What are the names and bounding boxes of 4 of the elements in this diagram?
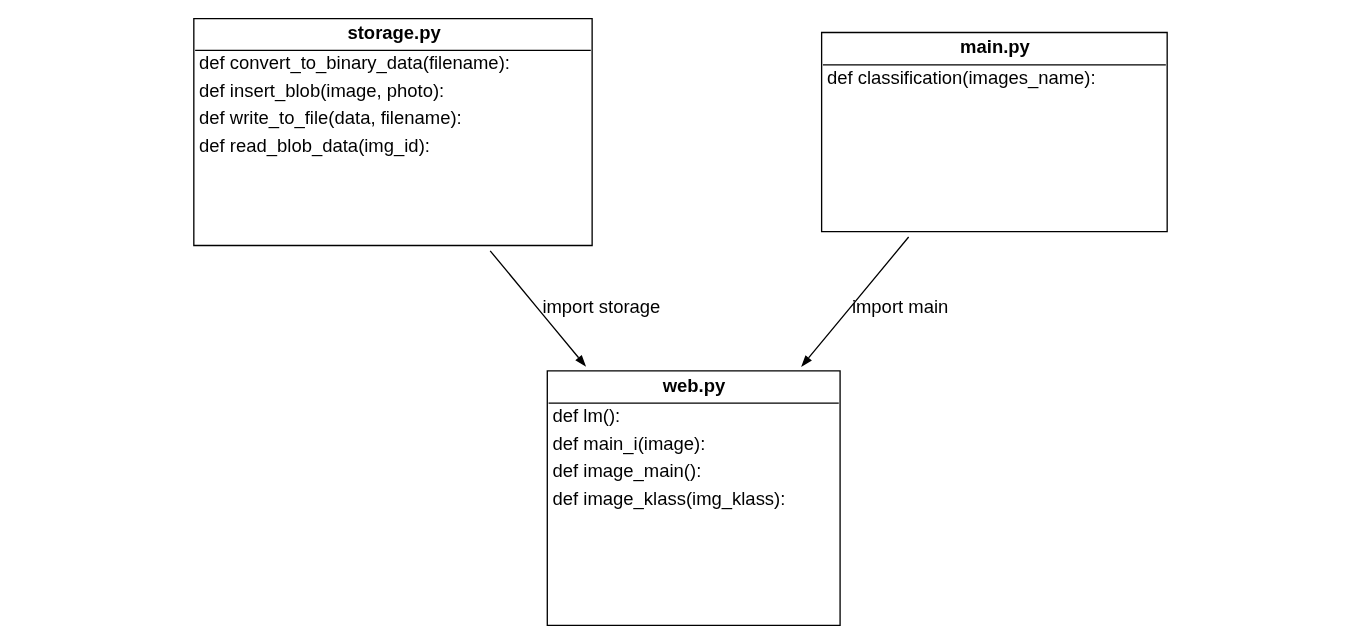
- arrow: [800, 236, 909, 367]
- arrow: [489, 250, 586, 367]
- edge-label: import storage: [541, 296, 660, 318]
- edge-label: import main: [851, 296, 948, 318]
